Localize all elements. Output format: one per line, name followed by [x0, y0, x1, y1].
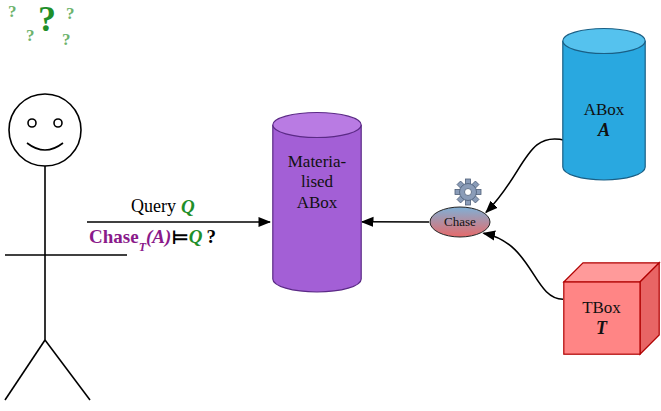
query-arrow [87, 221, 270, 223]
connector-arrow [362, 221, 429, 223]
node-symbol: A [598, 120, 610, 142]
question-mark: ? [26, 26, 35, 46]
question-mark: ? [62, 30, 71, 50]
connector-arrow [486, 139, 565, 212]
gear-icon [455, 179, 481, 205]
tbox-subscript: T [139, 240, 146, 255]
tbox-cube: TBoxT [563, 262, 660, 355]
node-label: ABox [584, 100, 625, 120]
entails-symbol: ⊨ [171, 226, 188, 248]
node-label: Materia- lised ABox [288, 152, 347, 213]
query-symbol: Q [189, 226, 203, 248]
node-text-box: TBoxT [563, 282, 640, 355]
node-label: Chase [444, 214, 476, 230]
node-label: TBox [582, 298, 621, 318]
chase-ellipse: Chase [429, 206, 491, 238]
node-text-box: Materia- lised ABox [272, 152, 362, 213]
node-text-box: ABoxA [562, 100, 646, 142]
query-label: Query [131, 196, 176, 217]
question-mark: ? [66, 4, 75, 24]
question-mark: ? [8, 2, 17, 22]
materialised-abox-cylinder: Materia- lised ABox [272, 112, 362, 292]
query-symbol: Q [181, 196, 195, 218]
question-mark: ? [38, 0, 56, 40]
node-symbol: T [596, 318, 607, 340]
abox-cylinder: ABoxA [562, 28, 646, 180]
chase-label: Chase [89, 226, 139, 248]
question-mark: ? [206, 226, 216, 248]
connector-arrow [484, 233, 563, 299]
abox-argument: (A) [146, 226, 171, 248]
node-text-box: Chase [429, 206, 491, 238]
